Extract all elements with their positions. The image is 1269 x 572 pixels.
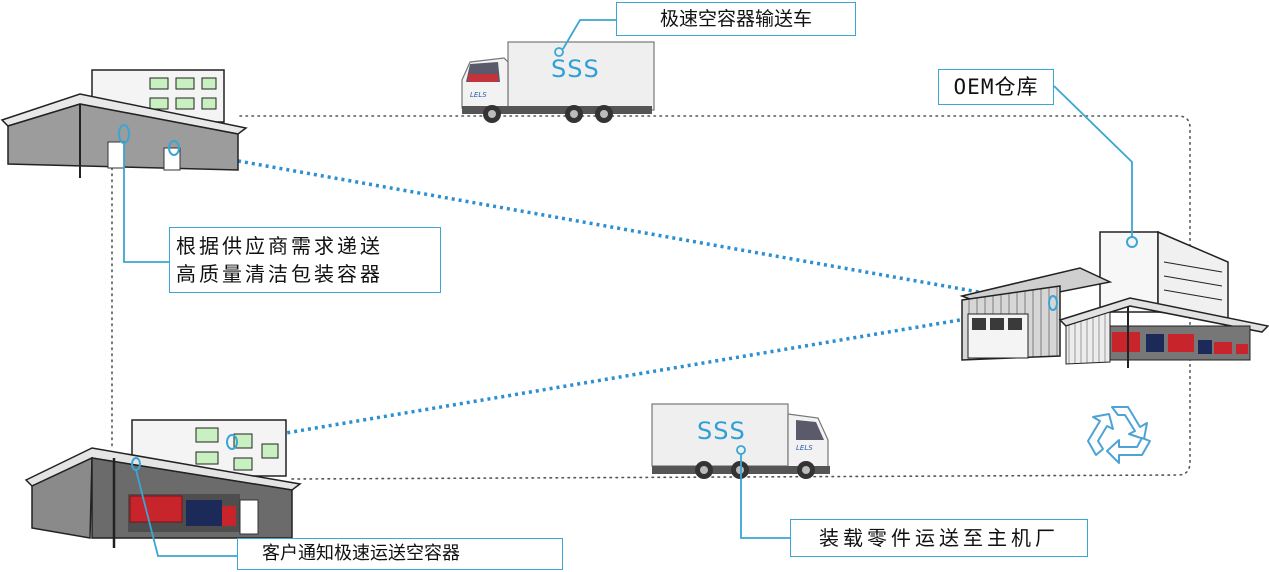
supplier-callout-leader [123, 143, 169, 263]
top-truck-brand: LELS [470, 91, 487, 99]
supplier-warehouse [0, 69, 248, 178]
supplier-callout-line2: 高质量清洁包装容器 [176, 262, 383, 286]
notify-callout-leader [135, 469, 237, 557]
bottom-truck-brand: LELS [796, 444, 813, 452]
top-truck-logo: SSS [551, 55, 600, 83]
link-customer-to-oem [231, 318, 961, 444]
bottom-truck-logo: SSS [697, 417, 746, 445]
truck-callout-leader [562, 19, 616, 50]
oem-warehouse [959, 230, 1269, 368]
oem-callout-label: OEM仓库 [938, 69, 1054, 105]
link-supplier-to-oem [175, 148, 1059, 308]
oem-callout-leader [1053, 85, 1133, 237]
recycle-icon [1087, 406, 1151, 464]
supplier-callout-line1: 根据供应商需求递送 [176, 234, 383, 258]
supplier-callout-label: 根据供应商需求递送 高质量清洁包装容器 [169, 227, 441, 293]
load-callout-label: 装载零件运送至主机厂 [790, 519, 1088, 557]
customer-warehouse [24, 419, 302, 548]
load-callout-leader [740, 454, 790, 539]
truck-callout-label: 极速空容器输送车 [616, 2, 856, 36]
notify-callout-label: 客户通知极速运送空容器 [237, 538, 563, 570]
route-loop [111, 115, 1191, 480]
top-truck [461, 41, 655, 123]
